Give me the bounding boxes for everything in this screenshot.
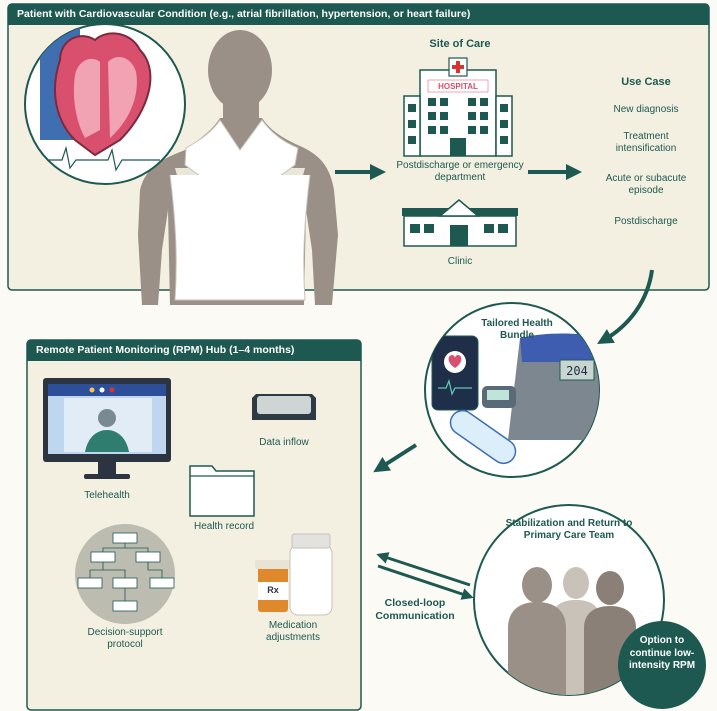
arrow-to-bundle: [597, 269, 654, 345]
telehealth-monitor-icon: [43, 378, 171, 479]
clinic-label: Clinic: [447, 256, 473, 267]
option-badge-text: Option to continue low-intensity RPM: [628, 635, 696, 671]
closed-loop-label: Closed-loop Communication: [375, 597, 455, 622]
health-record-label: Health record: [193, 521, 255, 532]
patient-panel-title: Patient with Cardiovascular Condition (e…: [8, 4, 709, 25]
patient-silhouette: [138, 30, 338, 305]
site-of-care-heading: Site of Care: [429, 38, 491, 50]
closed-loop-arrow-right: [377, 564, 474, 600]
hospital-sign: HOSPITAL: [438, 82, 478, 91]
use-case-item: Acute or subacute episode: [605, 173, 687, 197]
stabilization-heading: Stabilization and Return to Primary Care…: [505, 518, 633, 542]
use-case-item: Postdischarge: [614, 216, 678, 227]
heart-illustration: [24, 23, 186, 185]
hospital-icon: [403, 57, 513, 157]
health-record-folder-icon: [189, 465, 255, 517]
data-inflow-label: Data inflow: [259, 437, 309, 448]
arrow-to-rpm-hub: [373, 443, 418, 473]
decision-support-label: Decision-support protocol: [87, 627, 163, 651]
decision-support-protocol-icon: [75, 524, 175, 624]
telehealth-label: Telehealth: [84, 490, 130, 501]
use-case-item: Treatment intensification: [615, 131, 677, 155]
hospital-label: Postdischarge or emergency department: [396, 160, 524, 184]
data-inflow-icon: [252, 394, 316, 420]
health-bundle-heading: Tailored Health Bundle: [481, 318, 553, 342]
closed-loop-arrow-left: [376, 552, 471, 587]
primary-care-team-illustration: [473, 504, 665, 696]
clinic-icon: [402, 199, 518, 247]
medication-label: Medication adjustments: [266, 620, 320, 644]
rx-label: Rx: [267, 585, 279, 595]
use-case-item: New diagnosis: [613, 104, 679, 115]
rpm-hub-title: Remote Patient Monitoring (RPM) Hub (1–4…: [27, 340, 361, 361]
use-case-heading: Use Case: [621, 76, 671, 88]
option-badge: [618, 621, 706, 709]
scale-display: 204: [566, 364, 588, 378]
health-bundle: [424, 302, 600, 478]
medication-bottles-icon: [255, 533, 333, 616]
